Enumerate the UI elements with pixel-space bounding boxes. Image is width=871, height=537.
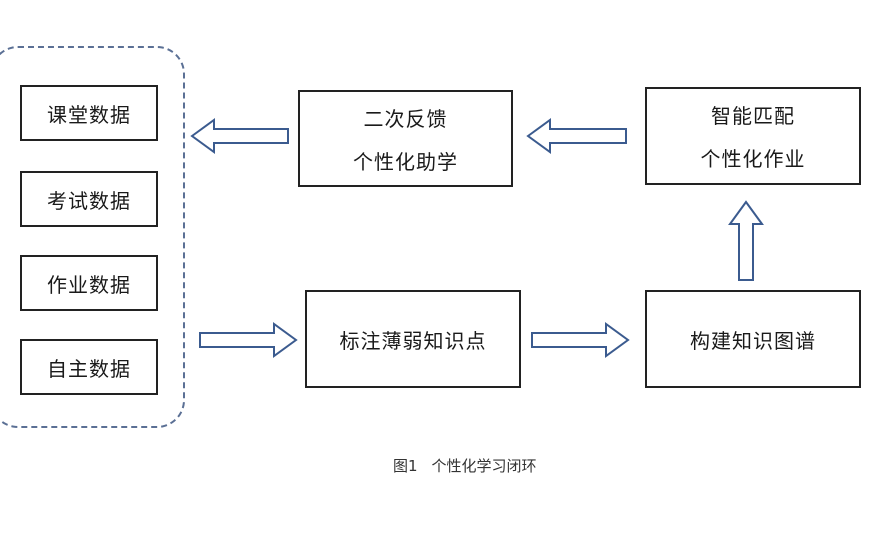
feedback-line-1: 二次反馈 [363,106,448,131]
feedback-box: 二次反馈 个性化助学 [298,90,513,187]
figure-number: 图1 [393,457,418,475]
figure-caption: 图1 个性化学习闭环 [393,455,537,475]
source-box-classroom: 课堂数据 [20,85,158,141]
match-line-1: 智能匹配 [711,104,795,128]
arrow-mark-to-graph [531,322,630,358]
graph-label: 构建知识图谱 [690,328,816,353]
source-label: 自主数据 [47,356,131,381]
arrow-feedback-to-sources [190,118,289,154]
knowledge-graph-box: 构建知识图谱 [645,290,861,388]
mark-label: 标注薄弱知识点 [339,328,487,353]
arrow-match-to-feedback [526,118,627,154]
arrow-graph-to-match [728,200,764,281]
mark-weak-points-box: 标注薄弱知识点 [305,290,521,388]
feedback-line-2: 个性化助学 [353,149,458,174]
match-line-2: 个性化作业 [700,147,806,171]
data-sources-group [0,46,185,428]
source-label: 课堂数据 [47,102,131,127]
smart-match-box: 智能匹配 个性化作业 [645,87,861,185]
source-box-exam: 考试数据 [20,171,158,227]
arrow-sources-to-mark [199,322,298,358]
source-box-homework: 作业数据 [20,255,158,311]
source-label: 作业数据 [47,272,131,297]
source-label: 考试数据 [47,188,131,213]
figure-title: 个性化学习闭环 [431,457,537,475]
source-box-self-study: 自主数据 [20,339,158,395]
